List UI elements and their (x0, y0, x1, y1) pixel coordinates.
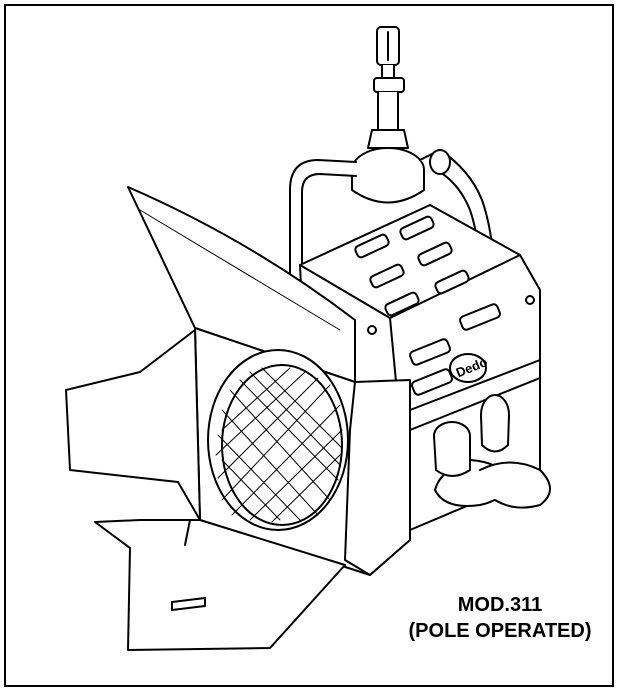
caption-note: (POLE OPERATED) (408, 620, 592, 642)
pole-spigot (351, 26, 425, 204)
caption-model: MOD.311 (457, 594, 543, 616)
barndoor-right (344, 379, 411, 576)
brand-badge (449, 353, 487, 383)
figure-caption: MOD.311 (POLE OPERATED) (400, 592, 600, 644)
barndoor-top (127, 186, 356, 383)
barndoor-left (65, 329, 201, 521)
lens-frame (194, 327, 371, 576)
barndoor-bottom (94, 519, 346, 651)
tilt-lock-knob (433, 394, 551, 509)
